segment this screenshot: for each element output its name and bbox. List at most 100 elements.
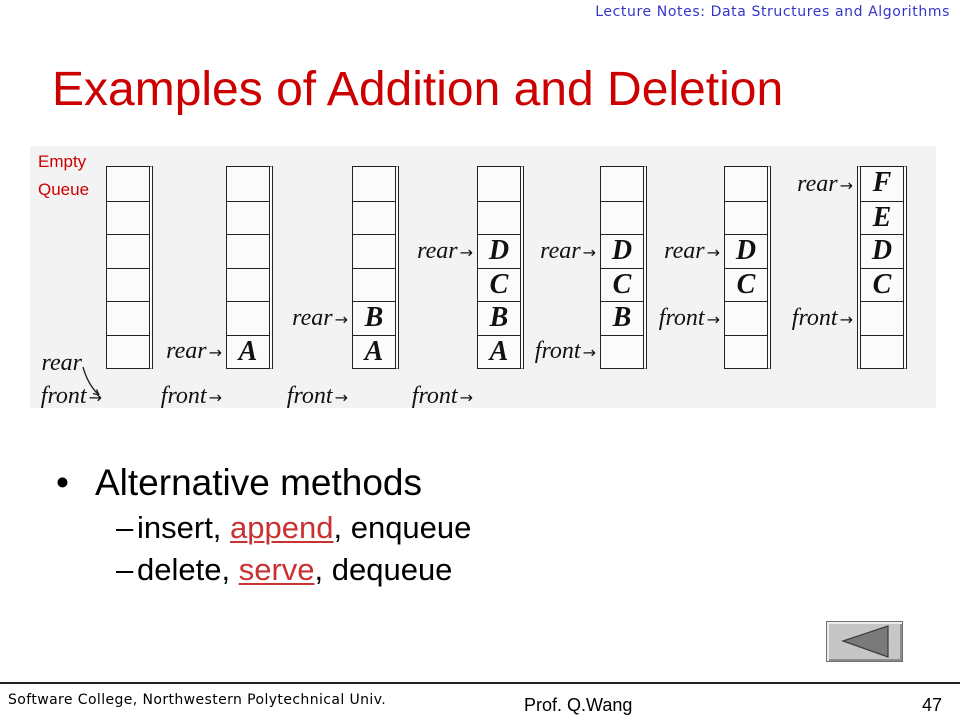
queue-cell — [227, 234, 269, 268]
front-pointer-label: front→ — [2, 383, 102, 411]
rear-pointer-label: rear→ — [496, 238, 596, 266]
arrow-icon: → — [839, 309, 853, 329]
queue-cell — [725, 334, 767, 369]
queue-cell — [107, 267, 149, 302]
rear-pointer-label: rear→ — [122, 338, 222, 366]
front-label-text: front — [658, 304, 705, 331]
queue-cell: A — [227, 334, 269, 369]
queue-cell — [107, 167, 149, 201]
queue-cell: B — [601, 301, 643, 335]
rear-label-text: rear — [41, 350, 82, 376]
queue-cell — [107, 234, 149, 268]
queue-cell: D — [601, 234, 643, 268]
front-pointer-label: front→ — [496, 338, 596, 366]
queue-cell — [353, 167, 395, 201]
arrow-icon: → — [459, 388, 473, 407]
arrow-icon: → — [459, 242, 473, 262]
queue-cell — [353, 267, 395, 302]
sub-bullet-suffix: , dequeue — [314, 552, 453, 587]
footer-author: Prof. Q.Wang — [524, 695, 633, 715]
front-label-text: front — [286, 383, 333, 409]
front-label-text: front — [534, 338, 581, 365]
empty-label-line: Queue — [38, 180, 90, 199]
serve-link[interactable]: serve — [238, 552, 315, 587]
queue-cell — [227, 267, 269, 302]
slide-title: Examples of Addition and Deletion — [52, 63, 784, 116]
front-label-text: front — [40, 383, 87, 409]
footer-divider — [0, 682, 960, 684]
previous-slide-button[interactable] — [826, 621, 903, 662]
append-link[interactable]: append — [230, 510, 334, 545]
arrow-icon: → — [208, 343, 222, 363]
front-pointer-label: front→ — [753, 305, 853, 333]
rear-pointer-label: rear — [0, 350, 82, 376]
front-pointer-label: front→ — [373, 383, 473, 411]
queue-cell: A — [353, 334, 395, 369]
bullet-icon: • — [56, 462, 69, 503]
front-pointer-label: front→ — [620, 305, 720, 333]
arrow-icon: → — [839, 175, 853, 195]
page-number: 47 — [921, 695, 942, 715]
front-label-text: front — [791, 304, 838, 331]
queue-cell — [107, 301, 149, 335]
queue-cell — [725, 200, 767, 235]
rear-pointer-label: rear→ — [248, 305, 348, 333]
rear-label-text: rear — [166, 338, 207, 365]
queue-cell — [227, 200, 269, 235]
queue-cell: C — [725, 267, 767, 302]
arrow-icon: → — [88, 388, 102, 407]
front-pointer-label: front→ — [248, 383, 348, 411]
dash-icon: – — [116, 510, 134, 545]
queue-cell — [107, 334, 149, 369]
queue-cell: D — [725, 234, 767, 268]
front-label-text: front — [160, 383, 207, 409]
rear-label-text: rear — [417, 237, 458, 264]
queue-cell — [478, 200, 520, 235]
queue-cell: A — [478, 334, 520, 369]
queue-cell: F — [872, 167, 892, 198]
queue-cell: B — [353, 301, 395, 335]
queue-cell: D — [861, 234, 903, 268]
rear-label-text: rear — [292, 304, 333, 331]
arrow-icon: → — [706, 309, 720, 329]
arrow-icon: → — [582, 242, 596, 262]
dash-icon: – — [116, 552, 134, 587]
queue-state-1 — [106, 166, 153, 369]
sub-bullet-prefix: delete, — [137, 552, 239, 587]
footer-institution: Software College, Northwestern Polytechn… — [8, 692, 387, 708]
sub-bullet-prefix: insert, — [137, 510, 231, 545]
queue-cell: D — [478, 234, 520, 268]
queue-cell — [227, 301, 269, 335]
queue-cell — [601, 167, 643, 201]
queue-cell — [861, 301, 903, 335]
rear-label-text: rear — [664, 237, 705, 264]
queue-cell — [227, 167, 269, 201]
bullet-text: Alternative methods — [95, 462, 423, 503]
sub-bullet-suffix: , enqueue — [333, 510, 472, 545]
front-pointer-label: front→ — [122, 383, 222, 411]
arrow-icon: → — [334, 388, 348, 407]
rear-pointer-label: rear→ — [373, 238, 473, 266]
sub-bullet-text: insert, append, enqueue — [137, 509, 471, 547]
queue-cell: E — [861, 200, 903, 235]
queue-cell: B — [478, 301, 520, 335]
rear-pointer-label: rear→ — [620, 238, 720, 266]
queue-cell: C — [601, 267, 643, 302]
left-triangle-icon — [841, 625, 889, 658]
arrow-icon: → — [334, 309, 348, 329]
empty-queue-label: Empty Queue — [38, 148, 89, 204]
front-label-text: front — [411, 383, 458, 409]
course-header: Lecture Notes: Data Structures and Algor… — [595, 4, 950, 20]
arrow-icon: → — [582, 343, 596, 363]
queue-cell — [601, 334, 643, 369]
queue-cell — [725, 301, 767, 335]
queue-state-2: A — [226, 166, 273, 369]
empty-label-line: Empty — [38, 152, 87, 171]
queue-cell — [601, 200, 643, 235]
